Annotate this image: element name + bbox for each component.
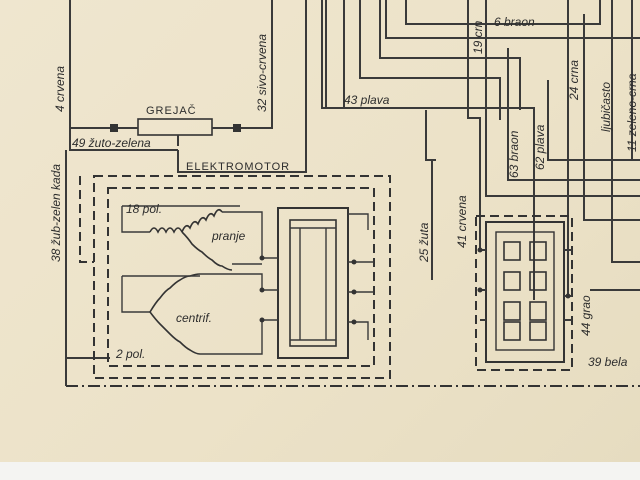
connector-pin-6: [529, 301, 547, 321]
wire-38-kada: [65, 150, 110, 359]
connector-pin-7: [503, 321, 521, 341]
terminal-dot: [259, 287, 265, 293]
connector-pin-1: [503, 241, 521, 261]
label-19-crn: 19 crn: [471, 20, 485, 54]
connector-inner: [495, 231, 555, 351]
label-centrif: centrif.: [176, 311, 212, 325]
label-49-zuto-zelena: 49 žuto-zelena: [72, 136, 151, 150]
winding-2pol-coil-a: [149, 273, 201, 313]
label-2-pol: 2 pol.: [115, 347, 145, 361]
label-6-braon: 6 braon: [494, 15, 535, 29]
label-pranje: pranje: [211, 229, 246, 243]
terminal-dot: [351, 259, 357, 265]
terminal-dot: [259, 255, 265, 261]
winding-18pol-lead: [121, 206, 150, 233]
label-62-plava: 62 plava: [533, 124, 547, 170]
motor-ground-dash: [79, 176, 94, 263]
terminal-dot: [477, 247, 483, 253]
connector-housing: [485, 221, 565, 363]
heater-element: [137, 118, 213, 136]
wire-top-horizontal: [385, 0, 640, 39]
winding-18pol-coil-a: [149, 227, 183, 234]
label-grejac: GREJAČ: [146, 104, 197, 117]
heater-terminal-left: [110, 124, 118, 132]
label-32-sivo-crvena: 32 sivo-crvena: [255, 34, 269, 112]
wire-loop-b: [379, 0, 521, 110]
connector-pin-3: [503, 271, 521, 291]
motor-outline: [93, 175, 391, 379]
motor-switch-inputs: [262, 257, 278, 321]
terminal-dot: [565, 293, 571, 299]
wire-loop-a: [359, 0, 501, 120]
connector-pin-5: [503, 301, 521, 321]
connector-block: [475, 215, 573, 371]
connector-outline: [475, 215, 573, 371]
terminal-dot: [259, 317, 265, 323]
label-18-pol: 18 pol.: [126, 202, 162, 216]
motor-switch-outputs: [348, 213, 374, 340]
wire-41-crvena: [467, 0, 481, 250]
wire-6-braon: [405, 0, 601, 25]
label-39-bela: 39 bela: [588, 355, 628, 369]
label-11-zeleno-crna: 11 zeleno-crna: [625, 73, 639, 152]
winding-18pol-coil-b: [181, 208, 223, 233]
label-41-crvena: 41 crvena: [455, 195, 469, 248]
winding-18pol-out: [222, 211, 263, 265]
label-43-plava: 43 plava: [344, 93, 390, 107]
connector-leads: [480, 249, 572, 321]
heater-terminal-right: [233, 124, 241, 132]
wire-44-grao: [583, 14, 640, 221]
right-wiring: [321, 0, 640, 300]
electromotor-block: [79, 175, 391, 379]
connector-pin-8: [529, 321, 547, 341]
terminal-dot: [351, 319, 357, 325]
label-63-braon: 63 braon: [507, 130, 521, 178]
motor-switch-block: [277, 207, 349, 359]
winding-2pol-lead: [121, 276, 150, 313]
table-surface: [0, 462, 640, 480]
label-25-zuta: 25 žuta: [417, 222, 431, 263]
wire-49-zuto-zelena: [69, 128, 178, 151]
connector-pin-2: [529, 241, 547, 261]
wire-to-motor-top: [177, 150, 307, 173]
winding-2pol-coil-b: [149, 311, 201, 355]
wire-center-loop: [325, 0, 344, 109]
motor-switch-contacts: [290, 227, 336, 341]
label-ljubicasto: ljubičasto: [599, 82, 613, 132]
wire-4-crvena: [69, 0, 110, 129]
label-38-kada: 38 žub-zelen kada: [49, 164, 63, 262]
label-4-crvena: 4 crvena: [53, 66, 67, 112]
label-24-crna: 24 crna: [567, 60, 581, 101]
wire-19-crn: [485, 0, 640, 197]
connector-pin-4: [529, 271, 547, 291]
wire-zuta-top: [425, 110, 436, 161]
terminal-dot: [477, 287, 483, 293]
motor-switch-inner: [289, 219, 337, 347]
wire-ljubicasto: [611, 0, 640, 263]
wire-32-sivo-crvena: [240, 0, 273, 129]
label-elektromotor: ELEKTROMOTOR: [186, 161, 290, 173]
terminal-dot: [351, 289, 357, 295]
wire-62-plava: [547, 80, 640, 161]
winding-2pol-out: [200, 273, 263, 355]
label-44-grao: 44 grao: [579, 295, 593, 336]
wire-43-plava: [321, 0, 535, 300]
wire-63-braon: [507, 48, 640, 181]
winding-18pol-coil-c: [181, 231, 233, 271]
